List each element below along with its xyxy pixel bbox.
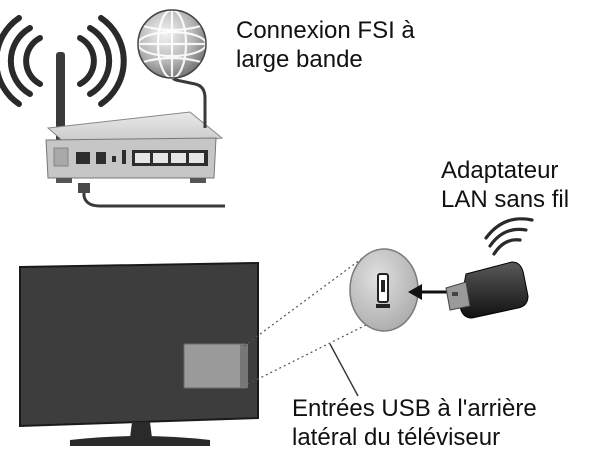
broadband-label-line-2: large bande xyxy=(236,46,363,73)
zoom-guide-lines xyxy=(243,253,377,385)
usb-inputs-label: Entrées USB à l'arrière latéral du télév… xyxy=(292,394,537,452)
adapter-label-line-2: LAN sans fil xyxy=(441,186,570,213)
cable-plug xyxy=(78,183,90,193)
usb-wifi-dongle-icon xyxy=(445,217,534,319)
tv-icon xyxy=(19,261,259,446)
wireless-router-icon xyxy=(45,52,224,183)
adapter-label-line-1: Adaptateur xyxy=(441,157,559,184)
power-cable xyxy=(82,183,225,208)
broadband-label-line-1: Connexion FSI à xyxy=(236,17,415,44)
globe-icon xyxy=(136,8,208,80)
tv-usb-panel xyxy=(183,343,247,389)
wifi-signal-icon xyxy=(0,15,127,107)
broadband-connection-label: Connexion FSI à large bande xyxy=(236,16,415,74)
wireless-adapter-label: Adaptateur LAN sans fil xyxy=(441,156,569,214)
usb-port-icon xyxy=(349,248,419,332)
usb-label-line-2: latéral du téléviseur xyxy=(292,424,501,451)
usb-label-leader xyxy=(329,343,359,397)
usb-label-line-1: Entrées USB à l'arrière xyxy=(292,395,537,422)
tv-stand xyxy=(130,422,152,438)
